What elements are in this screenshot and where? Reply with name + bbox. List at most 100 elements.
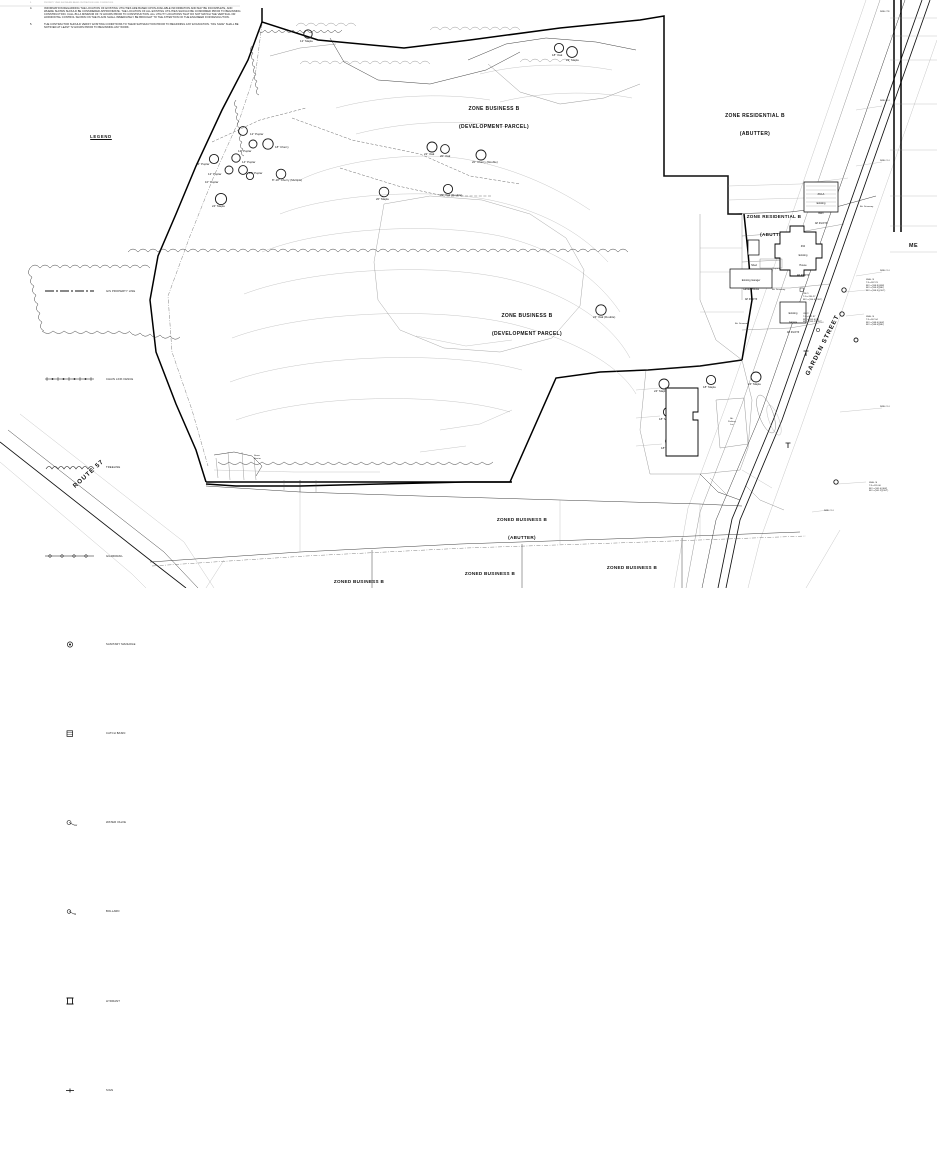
- legend-label: GUARDRAIL: [106, 554, 124, 558]
- tree-label-text: 24" Maple: [654, 389, 667, 393]
- building-label-garage-garden-house: Existing Garage/ Garden House AP #/LOT#: [731, 272, 771, 308]
- legend-label: SANITARY MANHOLE: [106, 643, 136, 647]
- legend-row: CATCH BASIN: [44, 729, 174, 738]
- annotation-driveway-1: Bit. Driveway: [772, 289, 785, 292]
- legend-row: bl BOLLARD: [44, 907, 174, 916]
- legend-label: TREELINE: [106, 466, 121, 470]
- tree-label-text: 12" Maple: [300, 39, 313, 43]
- interior-parcel-line: [167, 23, 263, 467]
- south-boundary: [205, 451, 512, 487]
- zone-label-line1: ZONED BUSINESS B: [496, 517, 548, 523]
- annotation-text: WIRE CO.#: [880, 270, 890, 272]
- catch-basin-icon: [66, 730, 73, 737]
- zone-label-line2: (ABUTTER): [739, 131, 771, 138]
- zone-label-line1: ZONED BUSINESS B: [606, 565, 658, 571]
- legend-label: BOLLARD: [106, 910, 120, 914]
- note-number: 3.: [30, 2, 32, 4]
- tree-label: 18" Maple: [703, 385, 716, 389]
- treeline-perimeter: [28, 248, 629, 465]
- tree-label-text: 14" Poplar: [196, 162, 210, 166]
- building-label-line: House: [799, 264, 807, 267]
- tree-label: 18" Oak: [552, 53, 562, 57]
- note-item: 4. INFORMATION REGARDING THE LOCATION OF…: [30, 7, 242, 19]
- tree-label: 12" Poplar: [238, 149, 251, 153]
- annotation-text: Carport: [772, 268, 780, 270]
- right-margin-leaders: [811, 105, 883, 513]
- annotation-driveway-3: Bit. Driveway: [860, 206, 873, 209]
- annotation-text: WIRE CTR.: [880, 11, 890, 13]
- annotation-text: Stone Barrier: [254, 455, 261, 460]
- tree-label: 24" Maple: [566, 58, 579, 62]
- route-57-corridor: [0, 413, 215, 588]
- annotation-text: WIRE CO.#: [880, 100, 890, 102]
- tree-label-text: 14" Poplar: [242, 160, 256, 164]
- zone-label-line1: ZONED BUSINESS B: [333, 579, 385, 585]
- street-label-right-edge: ME: [901, 236, 918, 256]
- building-label-line: AP #/LOT#: [786, 331, 800, 334]
- tree-label-text: 20" Cherry (Double): [472, 160, 498, 164]
- annotation-wire-ctr: WIRE CTR.: [880, 11, 890, 13]
- legend-row: SANITARY MANHOLE: [44, 640, 174, 649]
- note-number: 4.: [30, 6, 33, 10]
- tree-label-text: 18" Cherry: [275, 145, 289, 149]
- zone-label-dev-parcel-main: ZONE BUSINESS B (DEVELOPMENT PARCEL): [452, 300, 602, 350]
- legend-row: HYDRANT: [44, 996, 174, 1006]
- tree-label: 20" Oak: [440, 154, 450, 158]
- building-label-line: Barn: [818, 212, 824, 215]
- annotation-smh-5: SMH #5 T.F.=187.23 INV =(158.9)(NW) INV …: [866, 279, 885, 293]
- zone-label-residential-b-e: ZONE RESIDENTIAL B (ABUTTER): [712, 203, 836, 249]
- property-line-icon: [45, 290, 94, 292]
- zone-label-line1: ZONED BUSINESS B: [464, 571, 516, 577]
- legend-row: CHAIN LINK FENCE: [44, 375, 174, 383]
- tree-label: 12" Poplar: [208, 172, 221, 176]
- south-parcel-strip: [205, 485, 743, 552]
- building-label-line: AP #/LOT#: [796, 273, 810, 277]
- legend-row: GIS PROPERTY LINE: [44, 287, 174, 295]
- building-label-line: Existing: [816, 202, 826, 206]
- building-label-line: Existing Garage/: [741, 278, 761, 282]
- legend-label: GIS PROPERTY LINE: [106, 289, 136, 293]
- building-label-line: Garage: [788, 321, 798, 325]
- tree-label: 20" Maple: [376, 197, 389, 201]
- tree-label-text: 18" Maple: [703, 385, 716, 389]
- annotation-wire-co-1: WIRE CO.#: [880, 100, 890, 102]
- building-label-line: Existing: [788, 311, 798, 315]
- building-label-line: #34: [800, 244, 806, 248]
- tree-label: 12" Poplar: [250, 132, 263, 136]
- sign-icon: [66, 1088, 74, 1093]
- tree-label-text: 20" Maple: [376, 197, 389, 201]
- annotation-wire-co-2: WIRE CO.#: [880, 160, 890, 162]
- zone-label-residential-b-ne: ZONE RESIDENTIAL B (ABUTTER): [680, 100, 830, 150]
- annotation-text: CB#1 T.G.=190.27 INV =(154.4)(OUT): [803, 293, 823, 301]
- tree-label-text: 10" Poplar: [205, 180, 219, 184]
- building-label-line: AP #/LOT#: [744, 298, 758, 301]
- annotation-carport: Carport: [772, 268, 780, 271]
- tree-label: 8"-18" Cherry (Multiple): [272, 178, 302, 182]
- buildings-layer: [665, 181, 839, 457]
- annotation-text: SMH #5 T.F.=187.23 INV =(158.9)(NW) INV …: [866, 279, 886, 292]
- zone-label-line2: (DEVELOPMENT PARCEL): [492, 331, 562, 338]
- building-label-shed: Shed: [746, 257, 762, 273]
- zone-label-line2: (ABUTTER): [760, 231, 788, 237]
- site-plan-sheet: 3. PROPERTY LINES SHOWN ARE BASED ON PRE…: [0, 0, 937, 1093]
- tree-label-text: 24" Maple: [566, 58, 579, 62]
- limit-of-work: [373, 195, 585, 453]
- utility-runs: [211, 107, 521, 197]
- annotation-text: SMH #4 T.F.=167.04 INV =(148.4)(SW) INV …: [866, 316, 885, 327]
- guardrail-icon: [45, 554, 94, 558]
- tree-label: 20" Cherry (Double): [472, 160, 498, 164]
- legend-row: GUARDRAIL: [44, 552, 174, 560]
- note-item: 3. PROPERTY LINES SHOWN ARE BASED ON PRE…: [30, 2, 242, 4]
- tree-label: 24" Maple: [748, 382, 761, 386]
- tree-label-text: 30" Oak (Double): [440, 193, 463, 197]
- building-label-existing-garage: Existing Garage AP #/LOT#: [781, 305, 805, 341]
- guy-wire-icon: [44, 1175, 96, 1176]
- annotation-text: Bit. Parking Lot: [728, 418, 736, 426]
- bollard-icon: bl: [66, 909, 76, 916]
- zone-label-line1: ZONE RESIDENTIAL B: [746, 214, 802, 220]
- legend-label: CHAIN LINK FENCE: [106, 377, 134, 381]
- tree-label-text: 22" Oak: [424, 152, 435, 156]
- annotation-text: SMH #6 T.F.=191.06 INV =(161.4)(SW) INV …: [869, 482, 889, 493]
- tree-label: 24" Oak (Double): [593, 315, 619, 319]
- chain-link-fence-icon: [45, 377, 94, 382]
